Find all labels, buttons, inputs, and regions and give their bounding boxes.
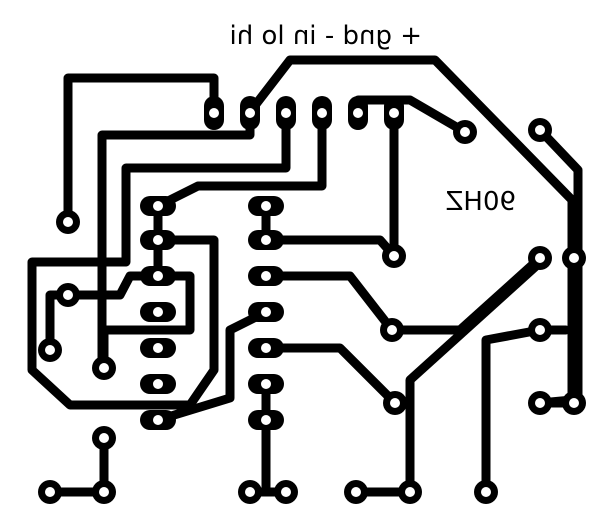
trace [153,107,327,211]
round-pad [474,480,498,504]
round-pad [92,426,116,450]
ic-pad [248,230,284,250]
header-label: + gnd - in lo hi [229,21,422,51]
copper-traces [27,55,583,497]
ic-pad [248,302,284,322]
round-pad [528,118,552,142]
header-pad [348,96,368,130]
ic-pad [140,338,176,358]
round-pad [92,356,116,380]
header-pad [276,96,296,130]
ic-pad [140,410,176,430]
ic-pad [248,196,284,216]
trace [481,325,571,497]
header-pad [204,96,224,130]
trace [63,201,163,300]
round-pad [398,480,422,504]
round-pad [56,210,80,234]
ic-pad [248,338,284,358]
round-pad [38,338,62,362]
round-pad [238,480,262,504]
header-connector [204,96,404,130]
round-pad [274,480,298,504]
round-pad [528,318,552,342]
ic-left-pads [140,196,176,430]
ic-right-pads [248,196,284,430]
round-pad [562,391,586,415]
round-pad [562,246,586,270]
round-pad [380,318,404,342]
trace [27,107,291,410]
trace [153,307,271,425]
trace [99,271,195,371]
header-pad [240,96,260,130]
header-pad [312,96,332,130]
ic-pad [248,374,284,394]
component-pads [38,118,586,504]
ic-pad [140,374,176,394]
ic-pad [140,196,176,216]
trace [353,95,470,137]
round-pad [92,480,116,504]
round-pad [382,244,406,268]
chip-label: 90HZ [446,187,516,217]
round-pad [383,391,407,415]
round-pad [344,480,368,504]
trace [63,73,219,227]
round-pad [528,246,552,270]
ic-pad [248,410,284,430]
ic-pad [140,230,176,250]
round-pad [453,120,477,144]
ic-pad [140,266,176,286]
round-pad [56,283,80,307]
ic-pad [140,302,176,322]
trace [261,343,400,408]
round-pad [528,391,552,415]
trace [405,253,550,497]
header-pad [384,96,404,130]
round-pad [38,480,62,504]
ic-pad [248,266,284,286]
